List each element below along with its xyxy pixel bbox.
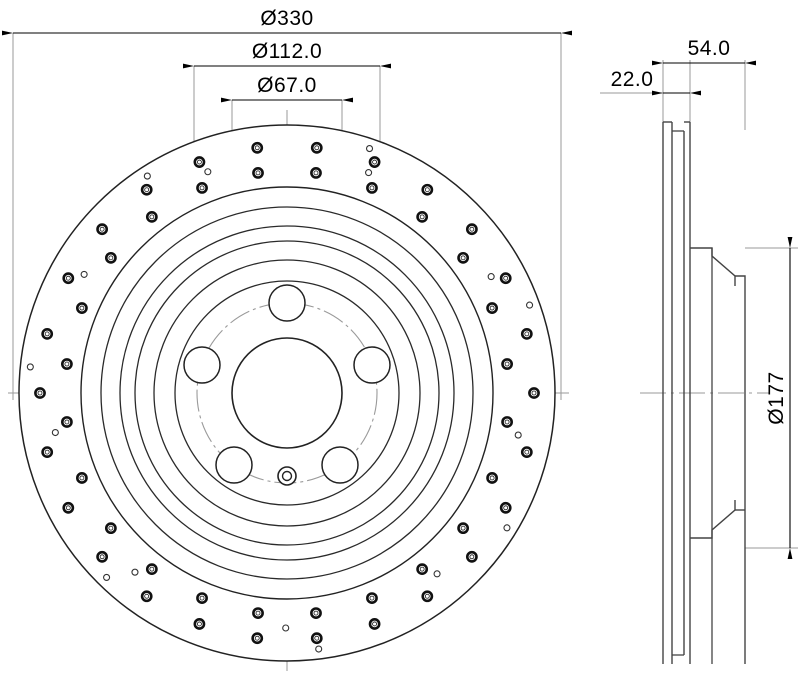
friction-band-inner-edge — [80, 186, 494, 600]
locating-pin-hole — [277, 466, 297, 486]
small-vent-hole — [143, 172, 151, 180]
hat-step-lower — [690, 500, 736, 539]
small-vent-hole — [103, 573, 111, 581]
dimension-label-bolt-circle-diameter: Ø112.0 — [252, 40, 322, 63]
bolt-hole — [353, 346, 391, 384]
bolt-hole — [268, 284, 306, 322]
dimension-lines-front — [2, 30, 572, 103]
centre-bore — [231, 337, 343, 449]
small-vent-hole — [503, 524, 511, 532]
small-vent-hole — [51, 428, 59, 437]
small-vent-hole — [433, 570, 441, 578]
dimension-label-overall-thickness: 54.0 — [688, 37, 731, 60]
small-vent-hole — [514, 431, 522, 439]
dimension-label-hat-diameter: Ø177 — [765, 371, 788, 424]
small-vent-hole — [26, 363, 34, 371]
small-vent-hole — [526, 301, 534, 309]
bolt-hole — [215, 446, 253, 484]
dimension-label-outer-diameter: Ø330 — [260, 7, 313, 30]
dimension-label-centre-bore-diameter: Ø67.0 — [257, 74, 317, 97]
bolt-hole — [321, 446, 359, 484]
small-vent-hole — [365, 169, 373, 177]
small-vent-hole — [204, 168, 212, 176]
bolt-holes — [183, 284, 391, 484]
small-vent-hole — [315, 645, 323, 653]
small-vent-hole — [282, 624, 290, 632]
small-vent-hole — [487, 273, 495, 281]
extension-lines-side — [600, 60, 798, 549]
front-view — [8, 110, 570, 676]
side-section-view — [600, 60, 798, 664]
bolt-hole — [183, 346, 221, 384]
small-vent-hole — [80, 270, 88, 278]
hat-outer-wall-upper — [735, 275, 746, 664]
hat-step-rings — [100, 206, 474, 580]
small-vent-hole — [131, 568, 139, 576]
small-vent-hole — [365, 145, 374, 153]
dimension-label-hat-height: 22.0 — [611, 68, 654, 91]
dimension-lines-side — [652, 60, 793, 559]
